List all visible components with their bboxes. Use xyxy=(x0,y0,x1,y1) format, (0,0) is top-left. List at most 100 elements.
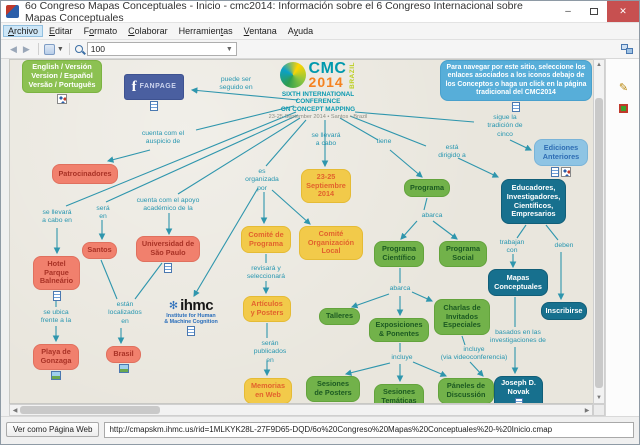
maximize-button[interactable] xyxy=(581,1,607,22)
close-button[interactable]: ✕ xyxy=(607,1,639,22)
zoom-level-combobox[interactable]: 100 ▼ xyxy=(86,42,237,56)
link-label-sera-en[interactable]: será en xyxy=(96,205,110,221)
educadores-investigadores-box[interactable]: Educadores, Investigadores, Científicos,… xyxy=(501,179,566,224)
link-label-tiene[interactable]: tiene xyxy=(376,138,392,145)
link-label-abarca-cientifico[interactable]: abarca xyxy=(389,285,411,292)
talleres-box[interactable]: Talleres xyxy=(319,308,360,325)
programa-cientifico-box[interactable]: Programa Científico xyxy=(374,241,424,267)
link-label-se-llevara-a-cabo-en[interactable]: se llevará a cabo en xyxy=(42,209,72,225)
brasil-box[interactable]: Brasil xyxy=(106,346,141,363)
cmap-resource-icon[interactable] xyxy=(57,93,67,104)
link-label-incluye-via-videoconferencia[interactable]: incluye (via videoconferencia) xyxy=(440,346,508,362)
edge-line xyxy=(134,262,163,300)
fanpage-box[interactable]: f FANPAGE xyxy=(124,74,184,100)
charlas-de-invitados-especiales-box[interactable]: Charlas de Invitados Especiales xyxy=(434,299,490,335)
views-window-icon[interactable] xyxy=(621,44,633,54)
forward-icon[interactable]: ▶ xyxy=(22,43,30,54)
santos-box[interactable]: Santos xyxy=(82,242,117,259)
scroll-down-icon[interactable]: ▼ xyxy=(596,395,602,401)
patrocinadores-box[interactable]: Patrocinadores xyxy=(52,164,118,184)
articulos-y-posters-box[interactable]: Artículos y Posters xyxy=(243,296,291,322)
resource-icon[interactable] xyxy=(52,291,61,301)
node-language-versions[interactable]: English / Versión Version / Español Vers… xyxy=(22,60,102,104)
cmap-url-field[interactable] xyxy=(104,421,634,438)
comite-de-programa-box[interactable]: Comité de Programa xyxy=(241,226,291,253)
paneles-de-discussion-box[interactable]: Páneles de Discussión xyxy=(438,378,494,403)
window-title: 6o Congreso Mapas Conceptuales - Inicio … xyxy=(25,0,523,24)
universidad-sao-paulo-box[interactable]: Universidad de São Paulo xyxy=(136,236,200,262)
back-icon[interactable]: ◀ xyxy=(10,43,17,54)
joseph-d-novak-box[interactable]: Joseph D. Novak xyxy=(494,376,543,403)
scroll-right-icon[interactable]: ▶ xyxy=(584,407,590,414)
inscribirse-box[interactable]: Inscribirse xyxy=(541,302,587,320)
export-cmap-button[interactable]: ▼ xyxy=(43,43,64,55)
edge-line xyxy=(105,114,299,203)
node-cmc2014-root[interactable]: CMC 2014 BRAZIL SIXTH INTERNATIONAL CONF… xyxy=(260,60,376,120)
node-exposiciones-y-ponentes: Exposiciones & Ponentes xyxy=(369,318,429,342)
color-swatch-icon[interactable] xyxy=(619,104,628,113)
vertical-scrollbar[interactable]: ▲ ▼ xyxy=(593,59,605,404)
node-navigation-instruction[interactable]: Para navegar por este sitio, seleccione … xyxy=(440,60,592,113)
menu-formato[interactable]: Formato xyxy=(83,26,118,36)
resource-icon[interactable] xyxy=(512,102,520,113)
chevron-down-icon[interactable]: ▼ xyxy=(225,45,233,53)
menu-archivo[interactable]: Archivo xyxy=(3,25,44,37)
link-label-cuenta-com-el-auspicio-de[interactable]: cuenta com el auspicio de xyxy=(141,130,185,146)
link-label-incluye-exposiciones[interactable]: incluye xyxy=(391,354,413,361)
memorias-en-web-box[interactable]: Memorias en Web xyxy=(244,378,292,403)
scroll-up-icon[interactable]: ▲ xyxy=(596,62,602,68)
link-label-trabajan-con[interactable]: trabajan con xyxy=(499,239,525,255)
link-label-puede-ser-seguido-en[interactable]: puede ser seguido en xyxy=(219,76,253,92)
horizontal-scrollbar[interactable]: ◀ ▶ xyxy=(9,404,593,416)
mapas-conceptuales-box[interactable]: Mapas Conceptuales xyxy=(488,269,548,296)
link-label-estan-localizados-en[interactable]: están localizados en xyxy=(108,301,142,325)
sesiones-tematicas-box[interactable]: Sesiones Temáticas xyxy=(374,384,424,403)
resource-icon[interactable] xyxy=(164,263,172,273)
link-label-es-organizada-por[interactable]: es organizada por xyxy=(245,168,279,192)
menu-editar[interactable]: Editar xyxy=(49,26,73,36)
link-label-revisara-y-seleccionara[interactable]: revisará y seleccionará xyxy=(246,265,286,281)
language-versions-label[interactable]: English / Versión Version / Español Vers… xyxy=(22,60,102,93)
minimize-button[interactable]: – xyxy=(565,6,571,17)
horizontal-scroll-thumb[interactable] xyxy=(20,406,160,414)
menu-ventana[interactable]: Ventana xyxy=(243,26,277,36)
link-label-esta-dirigido-a[interactable]: está dirigido a xyxy=(438,144,466,160)
exposiciones-y-ponentes-box[interactable]: Exposiciones & Ponentes xyxy=(369,318,429,342)
node-ihmc[interactable]: ✻ ihmc Institute for Human & Machine Cog… xyxy=(148,298,234,337)
menu-ayuda[interactable]: Ayuda xyxy=(287,26,314,36)
node-fanpage[interactable]: f FANPAGE xyxy=(124,74,184,111)
resource-icon[interactable] xyxy=(514,397,523,403)
resource-icon[interactable] xyxy=(187,326,195,337)
dropdown-caret-icon[interactable]: ▼ xyxy=(56,45,64,53)
cmap-icon[interactable] xyxy=(561,167,571,177)
menu-herramientas[interactable]: Herramientas xyxy=(178,26,233,36)
ediciones-anteriores-box[interactable]: Ediciones Anteriores xyxy=(534,139,588,166)
link-label-se-llevara-a-cabo[interactable]: se llevará a cabo xyxy=(311,132,341,148)
image-icon[interactable] xyxy=(51,371,61,380)
link-label-sigue-la-tradicion-de-cinco[interactable]: sigue la tradición de cinco xyxy=(487,114,523,138)
programa-box[interactable]: Programa xyxy=(404,179,450,197)
instruction-text[interactable]: Para navegar por este sitio, seleccione … xyxy=(440,60,592,102)
link-label-cuenta-com-el-apoyo-academico[interactable]: cuenta com el apoyo académico de la xyxy=(136,197,200,213)
concept-map-canvas[interactable]: English / Versión Version / Español Vers… xyxy=(9,59,593,404)
link-label-basados-en-las-investigaciones-de[interactable]: basados en las investigaciones de xyxy=(490,329,546,345)
link-label-se-ubica-frente-a-la[interactable]: se ubica frente a la xyxy=(40,309,72,325)
playa-de-gonzaga-box[interactable]: Playa de Gonzaga xyxy=(33,344,79,370)
resource-icon[interactable] xyxy=(551,167,559,177)
scroll-left-icon[interactable]: ◀ xyxy=(12,407,18,414)
hotel-parque-balneario-box[interactable]: Hotel Parque Balneário xyxy=(33,256,80,290)
link-label-abarca-programa[interactable]: abarca xyxy=(421,212,443,219)
image-icon[interactable] xyxy=(118,364,129,373)
vertical-scroll-thumb[interactable] xyxy=(595,98,603,388)
programa-social-box[interactable]: Programa Social xyxy=(439,241,487,267)
maximize-icon xyxy=(590,8,598,15)
stylus-icon[interactable]: ✎ xyxy=(618,82,629,94)
link-label-seran-publicados-en[interactable]: serán publicados en xyxy=(253,340,287,364)
sesiones-de-posters-box[interactable]: Sesiones de Posters xyxy=(306,376,360,402)
view-as-webpage-button[interactable]: Ver como Página Web xyxy=(6,422,100,437)
link-label-deben[interactable]: deben xyxy=(554,242,574,249)
sept-23-25-2014-box[interactable]: 23-25 Septiembre 2014 xyxy=(301,169,351,203)
resource-icon[interactable] xyxy=(150,101,158,111)
menu-colaborar[interactable]: Colaborar xyxy=(128,26,168,36)
comite-organizacion-local-box[interactable]: Comité Organización Local xyxy=(299,226,363,260)
